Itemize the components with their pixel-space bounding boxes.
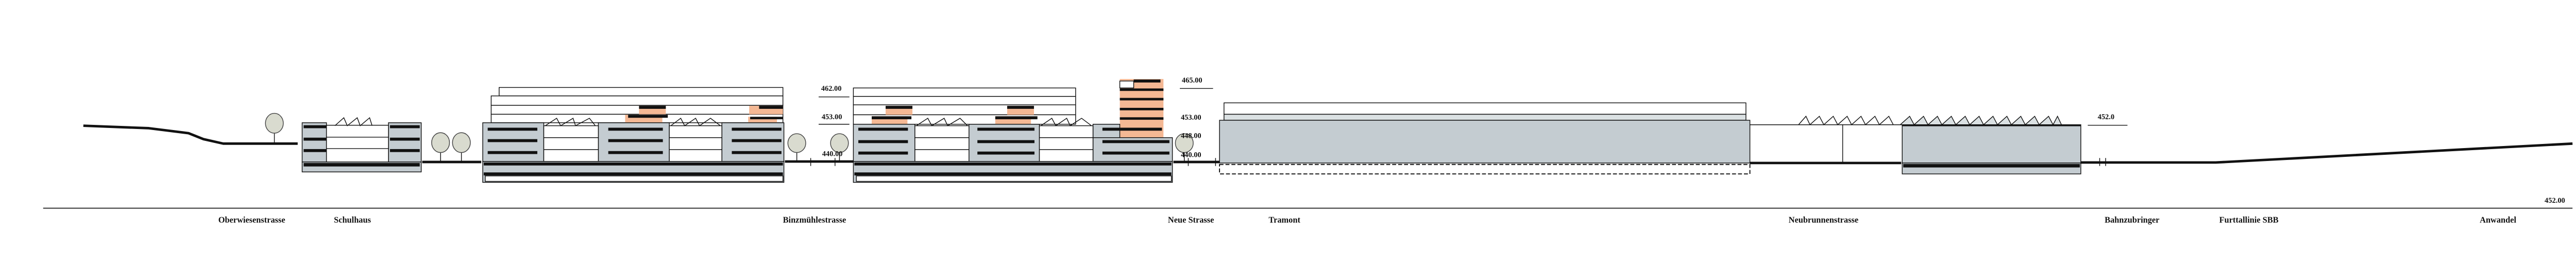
tree <box>1175 133 1194 162</box>
neubrunnen-building <box>1750 115 2081 174</box>
tick-marks <box>810 158 2106 166</box>
terrain <box>43 124 2573 209</box>
level-markers-right: 465.00 453.00 448.00 440.00 <box>1180 76 1213 159</box>
level-label: 440.00 <box>1181 151 1201 159</box>
label-bahnzubringer: Bahnzubringer <box>2105 215 2159 224</box>
level-markers-left: 462.00 453.00 440.00 <box>818 85 850 158</box>
label-oberwiesenstrasse: Oberwiesenstrasse <box>218 215 285 224</box>
label-schulhaus: Schulhaus <box>334 215 371 224</box>
level-label: 453.00 <box>1181 114 1201 122</box>
binzmuehle-block-2 <box>853 79 1173 183</box>
label-anwandel: Anwandel <box>2480 215 2516 224</box>
sawtooth-roof <box>916 118 968 126</box>
tree <box>431 132 450 162</box>
label-neue-strasse: Neue Strasse <box>1168 215 1214 224</box>
label-binzmuehlestrasse: Binzmühlestrasse <box>783 215 846 224</box>
floor-slabs <box>858 127 1170 155</box>
sawtooth-roof <box>545 118 596 126</box>
tree <box>452 132 471 162</box>
level-label: 465.00 <box>1182 76 1202 85</box>
label-neubrunnenstrasse: Neubrunnenstrasse <box>1789 215 1858 224</box>
tree <box>265 112 284 144</box>
site-section-drawing: 462.00 453.00 440.00 465.00 453.00 448.0… <box>43 76 2573 224</box>
level-label: 453.00 <box>822 113 842 121</box>
tree <box>830 133 849 162</box>
level-label: 448.00 <box>1181 132 1201 140</box>
label-tramont: Tramont <box>1268 215 1300 224</box>
terrain-left-slope <box>83 124 298 145</box>
sawtooth-roof <box>1040 118 1092 126</box>
street-labels: Oberwiesenstrasse Schulhaus Binzmühlestr… <box>218 215 2517 224</box>
label-furttallinie-sbb: Furttallinie SBB <box>2219 215 2279 224</box>
trees <box>265 112 1194 162</box>
level-label-far-right: 452.00 <box>2545 197 2565 205</box>
tree <box>787 133 806 162</box>
tramont-building <box>1219 102 1751 175</box>
terrain-right-slope <box>2080 142 2573 164</box>
binzmuehle-block-1 <box>482 87 785 183</box>
sawtooth-roof <box>670 118 721 126</box>
floor-slabs <box>487 127 782 154</box>
level-label: 440.00 <box>822 150 843 158</box>
sawtooth-roof <box>334 117 372 126</box>
sawtooth-roof-shaded <box>1899 115 2062 126</box>
level-label-neubrunnen: 452.0 <box>2098 113 2114 121</box>
schulhaus-building <box>301 117 422 172</box>
level-label: 462.00 <box>821 85 842 93</box>
sawtooth-roof <box>1798 116 1894 125</box>
